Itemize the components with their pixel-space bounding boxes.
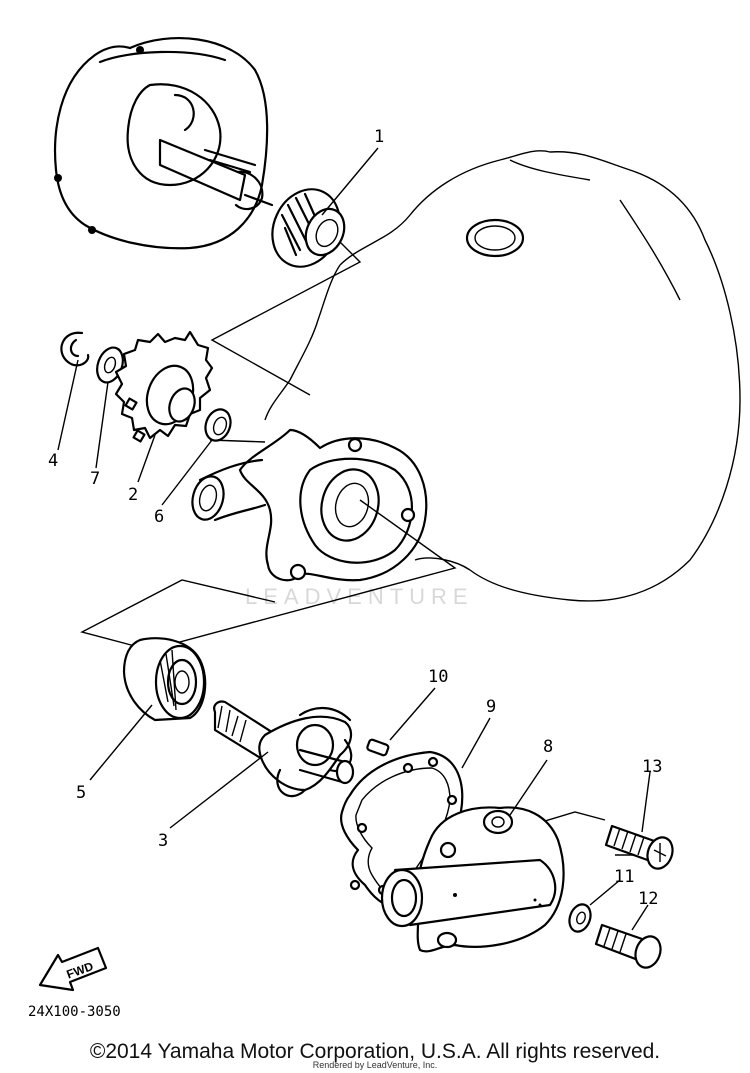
part-4-circlip <box>60 331 90 367</box>
part-10-pin <box>366 738 390 757</box>
callout-6: 6 <box>154 507 164 527</box>
drive-housing <box>53 37 274 250</box>
callout-3: 3 <box>158 831 168 851</box>
part-2-sprocket <box>114 330 214 443</box>
callout-7: 7 <box>90 469 100 489</box>
part-13-bolt <box>604 824 674 870</box>
copyright-notice: ©2014 Yamaha Motor Corporation, U.S.A. A… <box>89 1040 661 1063</box>
part-3-impeller <box>213 700 355 798</box>
part-5-bearing <box>122 637 207 722</box>
assembly-lines <box>80 241 650 856</box>
part-12-bolt <box>594 923 662 969</box>
crankcase-outline <box>264 150 741 602</box>
callout-4: 4 <box>48 451 58 471</box>
leader-lines <box>57 147 651 931</box>
callout-2: 2 <box>128 485 138 505</box>
part-1-drive-gear <box>271 188 346 268</box>
callout-1: 1 <box>374 127 384 147</box>
callout-8: 8 <box>543 737 553 757</box>
rendered-by-notice: Rendered by LeadVenture, Inc. <box>312 1060 438 1070</box>
watermark-text: LEADVENTURE <box>245 584 474 609</box>
callout-11: 11 <box>614 867 634 887</box>
pump-housing <box>191 428 428 582</box>
forward-direction-arrow: FWD <box>38 946 108 992</box>
part-11-washer <box>568 903 592 933</box>
callout-12: 12 <box>638 889 658 909</box>
part-6-oil-seal <box>204 408 232 442</box>
callout-13: 13 <box>642 757 662 777</box>
part-8-pump-cover <box>380 806 565 953</box>
callout-5: 5 <box>76 783 86 803</box>
callout-numbers: 1 2 3 4 5 6 7 8 9 10 11 12 13 <box>48 127 662 909</box>
diagram-code: 24X100-3050 <box>28 1004 121 1020</box>
callout-10: 10 <box>428 667 448 687</box>
parts-diagram: LEADVENTURE <box>28 37 741 1020</box>
callout-9: 9 <box>486 697 496 717</box>
